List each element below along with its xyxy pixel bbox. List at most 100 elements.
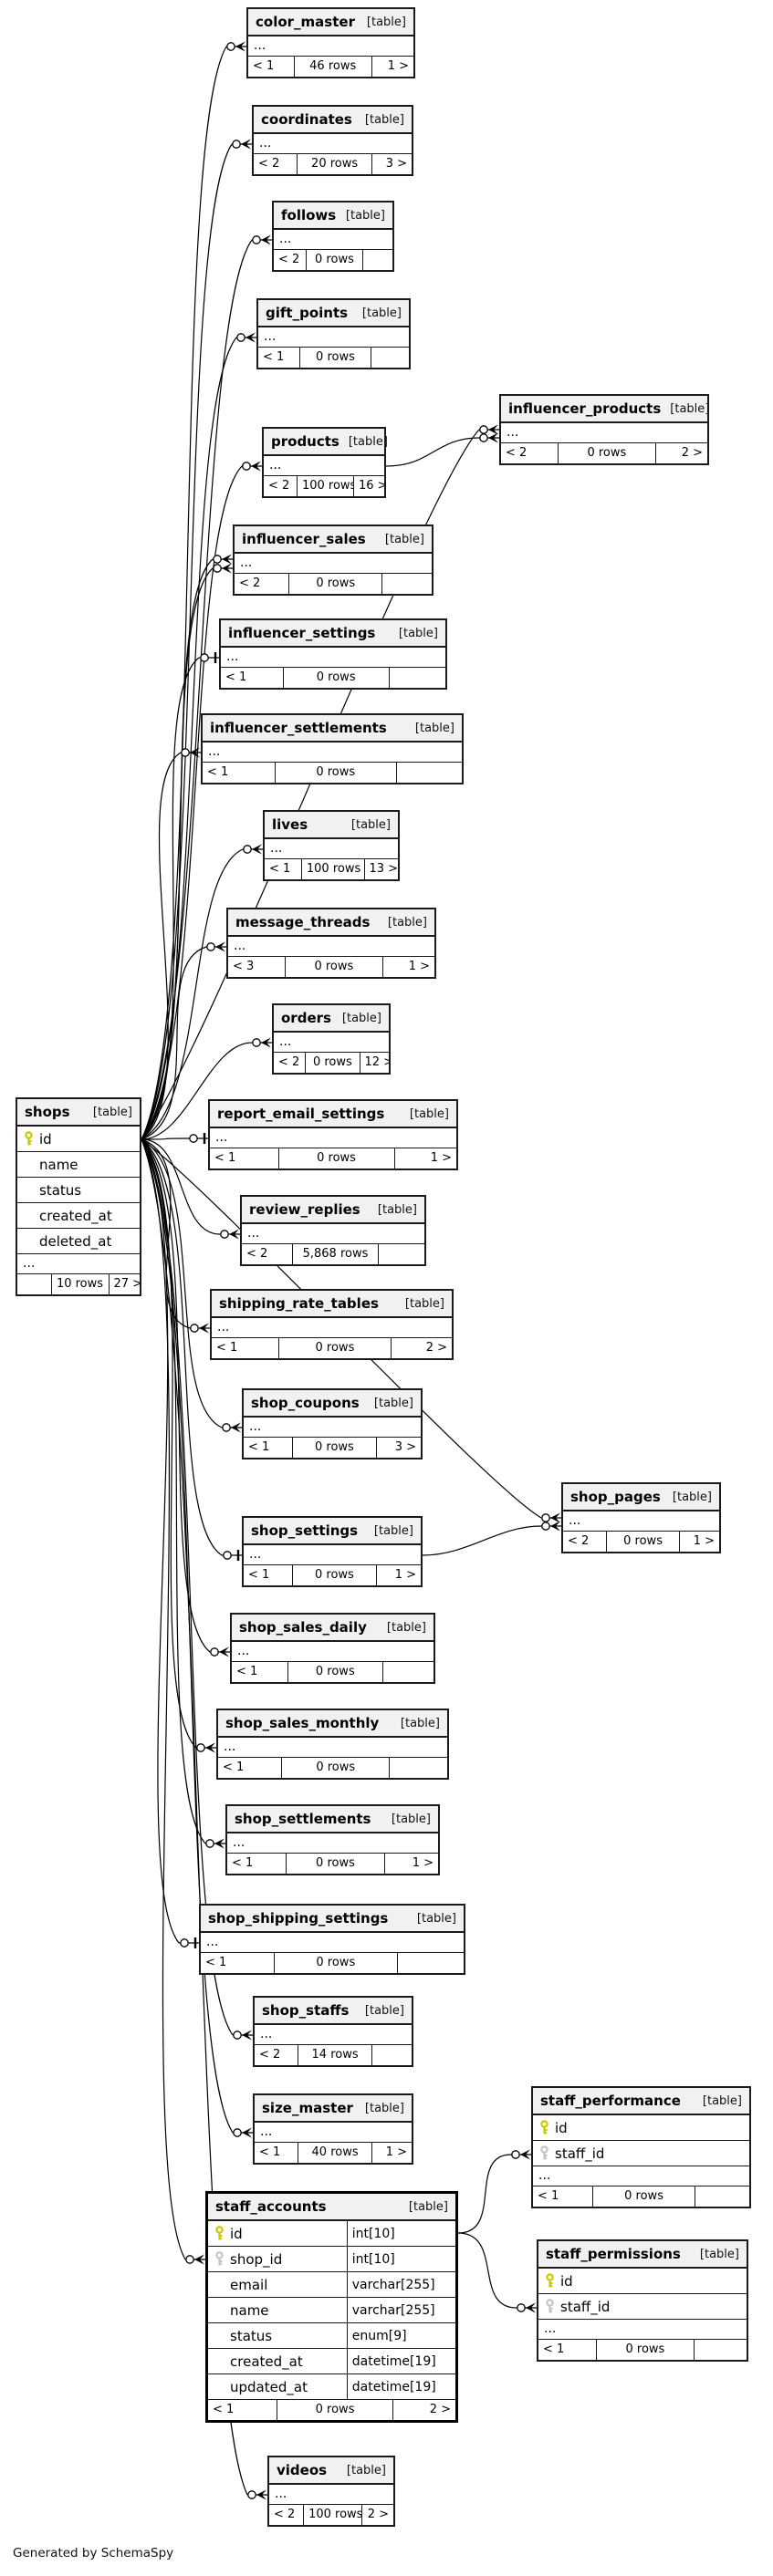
stats-rows: 100 rows — [298, 476, 354, 496]
relation-line — [141, 1138, 234, 2036]
table-type-tag: [table] — [414, 721, 454, 735]
table-type-tag: [table] — [377, 1202, 417, 1217]
table-header: message_threads[table] — [228, 909, 434, 937]
table-header: size_master[table] — [255, 2095, 412, 2123]
stats-children — [382, 574, 432, 594]
stats-rows: 0 rows — [279, 1338, 392, 1358]
zero-or-many-circle — [479, 433, 488, 442]
stats-children: 1 > — [412, 1856, 434, 1870]
zero-or-many-circle — [517, 2303, 526, 2312]
zero-or-many-circle — [181, 748, 190, 757]
crows-foot-arrow — [235, 41, 245, 52]
crows-foot-arrow — [242, 2030, 252, 2041]
stats-parents: < 1 — [212, 1338, 279, 1358]
relation-line — [141, 567, 214, 1140]
ellipsis-row: ... — [269, 2485, 393, 2505]
stats-rows: 40 rows — [298, 2143, 372, 2163]
zero-or-many-circle — [232, 140, 241, 149]
stats-children — [695, 2186, 749, 2207]
table-name: gift_points — [266, 305, 349, 321]
zero-or-many-circle — [541, 1513, 550, 1522]
stats-children — [379, 1244, 424, 1264]
ellipsis-row: ... — [254, 134, 412, 154]
stats-rows: 0 rows — [293, 1438, 377, 1458]
table-header: review_replies[table] — [242, 1197, 424, 1224]
ellipsis-row: ... — [255, 2025, 412, 2045]
crows-foot-arrow — [219, 1646, 229, 1657]
table-name: influencer_products — [508, 400, 662, 417]
zero-or-many-circle — [185, 2255, 194, 2264]
table-type-tag: [table] — [672, 1490, 712, 1504]
table-header: shop_settings[table] — [244, 1518, 421, 1545]
relation-line — [141, 1137, 189, 1140]
stats-rows: 0 rows — [286, 957, 383, 977]
zero-or-many-circle — [233, 2031, 242, 2040]
column-row: id — [17, 1127, 140, 1152]
relation-line — [141, 558, 214, 1140]
relation-line — [457, 2232, 517, 2309]
column-row: name — [17, 1152, 140, 1178]
table-type-tag: [table] — [400, 1716, 440, 1730]
table-header: shop_settlements[table] — [227, 1806, 438, 1833]
crows-foot-arrow — [526, 2302, 536, 2313]
stats-rows: 0 rows — [300, 348, 371, 368]
stats-parents: < 3 — [228, 957, 287, 977]
ellipsis-row: ... — [221, 648, 445, 668]
stats-rows: 14 rows — [298, 2045, 372, 2065]
stats-rows: 5,868 rows — [293, 1244, 379, 1264]
zero-or-many-circle — [479, 425, 488, 434]
stats-children: 16 > — [359, 479, 384, 493]
ellipsis-row: ... — [533, 2166, 749, 2186]
table-name: products — [271, 433, 339, 450]
crows-foot-arrow — [488, 432, 498, 443]
stats-rows: 0 rows — [277, 2400, 394, 2420]
relation-line — [141, 946, 207, 1140]
crows-foot-arrow — [252, 844, 262, 855]
stats-parents: < 1 — [210, 1148, 279, 1169]
ellipsis-row: ... — [501, 423, 707, 443]
column-row: created_at — [17, 1203, 140, 1229]
table-name: shops — [25, 1104, 70, 1120]
crows-foot-arrow — [222, 554, 232, 565]
column-type: int[10] — [346, 2247, 455, 2271]
table-type-tag: [table] — [361, 306, 402, 320]
relation-line — [422, 1525, 542, 1556]
relation-line — [141, 1138, 206, 1844]
